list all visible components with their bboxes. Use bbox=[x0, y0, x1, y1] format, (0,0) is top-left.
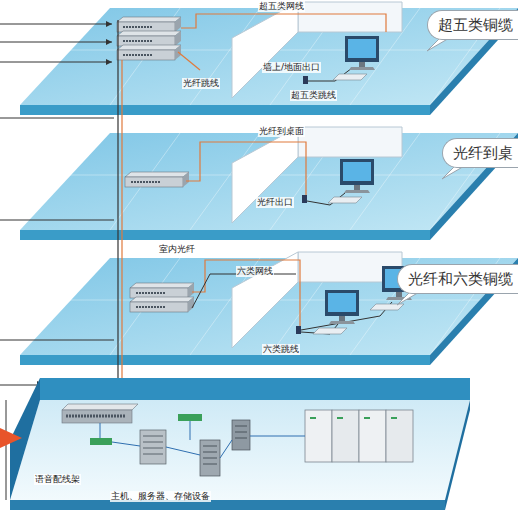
cable-label: 主机、服务器、存储设备 bbox=[110, 491, 211, 502]
cable-label: 六类网线 bbox=[236, 266, 274, 277]
callout-bubble: 超五类铜缆 bbox=[427, 10, 518, 40]
callout-bubble: 光纤和六类铜缆 bbox=[397, 264, 518, 294]
cable-label: 光纤出口 bbox=[256, 197, 294, 208]
cable-label: 光纤跳线 bbox=[182, 78, 220, 89]
cable-label: 超五类跳线 bbox=[290, 90, 337, 101]
cable-label: 光纤到桌面 bbox=[258, 126, 305, 137]
callout-text: 光纤和六类铜缆 bbox=[408, 270, 513, 288]
cable-label: 六类跳线 bbox=[262, 344, 300, 355]
cable-label: 室内光纤 bbox=[158, 244, 196, 255]
cable-label: 墙上/地面出口 bbox=[262, 62, 321, 73]
cable-label: 超五类网线 bbox=[258, 1, 305, 12]
cable-label: 语音配线架 bbox=[34, 474, 81, 485]
callout-text: 超五类铜缆 bbox=[438, 16, 513, 34]
callout-text: 光纤到桌 bbox=[453, 144, 513, 162]
callout-bubble: 光纤到桌 bbox=[442, 138, 518, 168]
